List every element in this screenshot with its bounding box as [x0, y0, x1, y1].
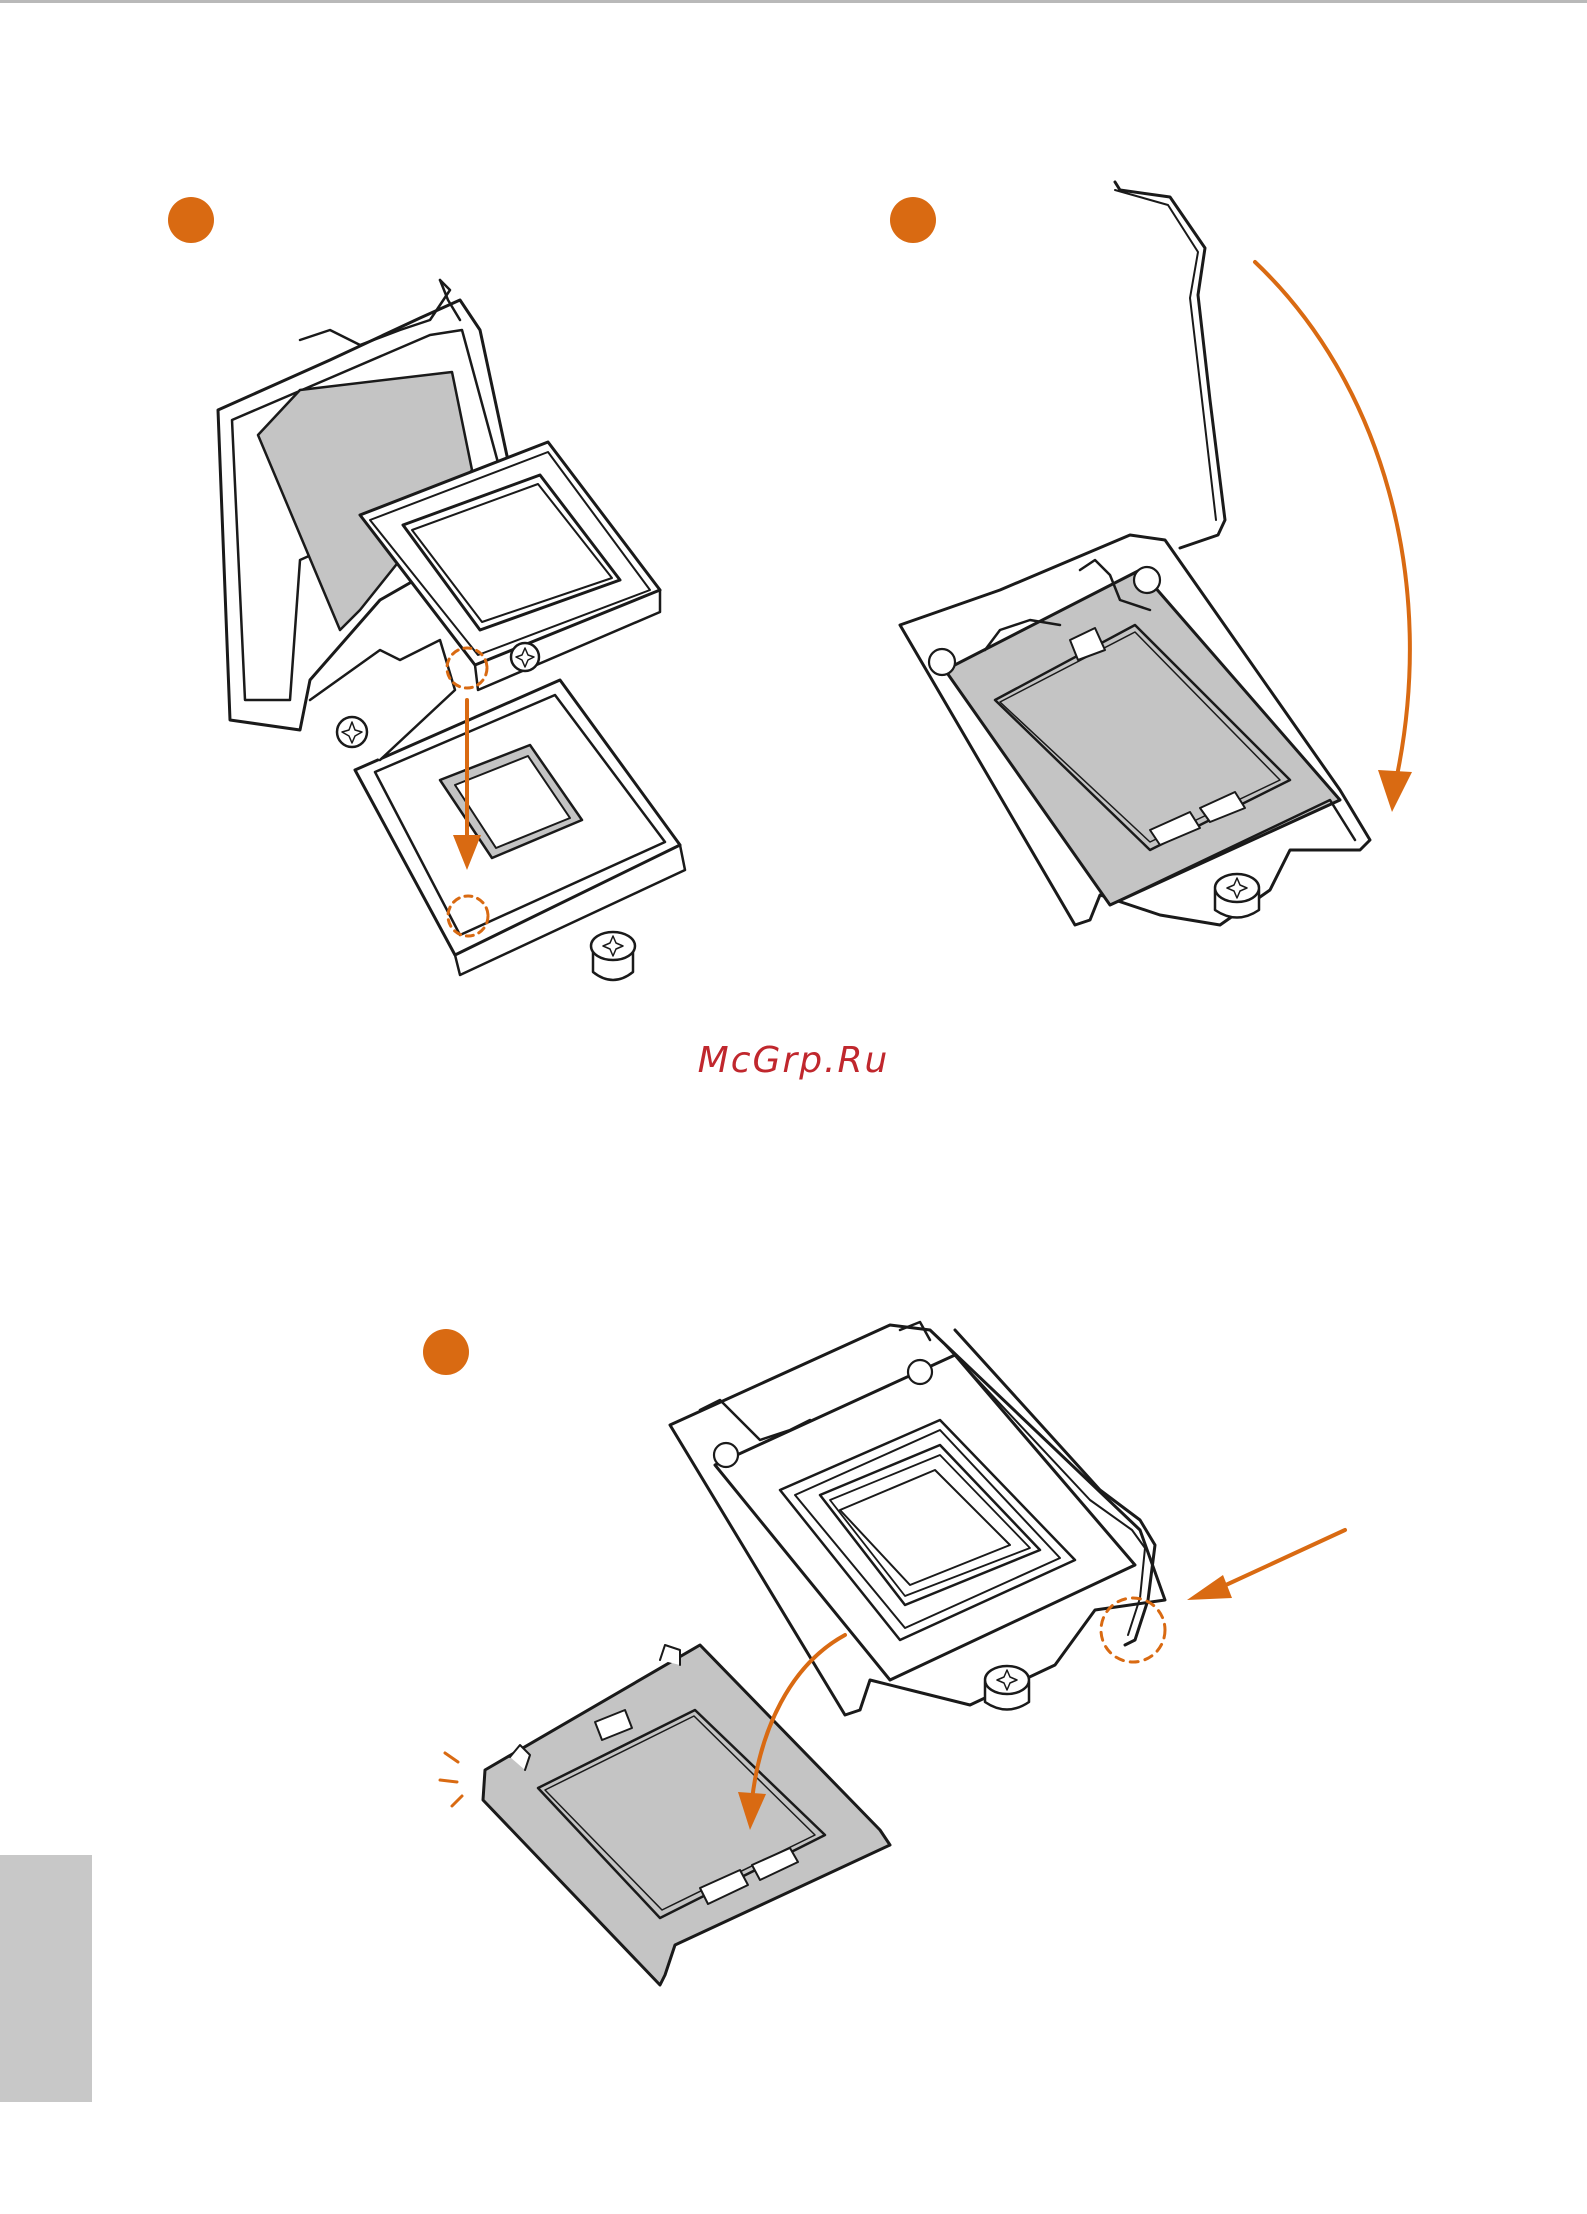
- load-plate-closing-icon: [900, 535, 1370, 925]
- step-1-figure: [218, 280, 685, 980]
- load-lever-icon: [1115, 182, 1225, 548]
- loose-screw-icon: [591, 932, 635, 980]
- step-2-figure: [900, 182, 1412, 925]
- cpu-socket-icon: [310, 640, 685, 975]
- step-3-figure: [440, 1322, 1345, 1985]
- arrow-icon: [1187, 1530, 1345, 1600]
- dashed-circle-marker: [1101, 1598, 1165, 1662]
- pnp-cap-icon: [483, 1645, 890, 1985]
- motion-lines-icon: [440, 1753, 462, 1806]
